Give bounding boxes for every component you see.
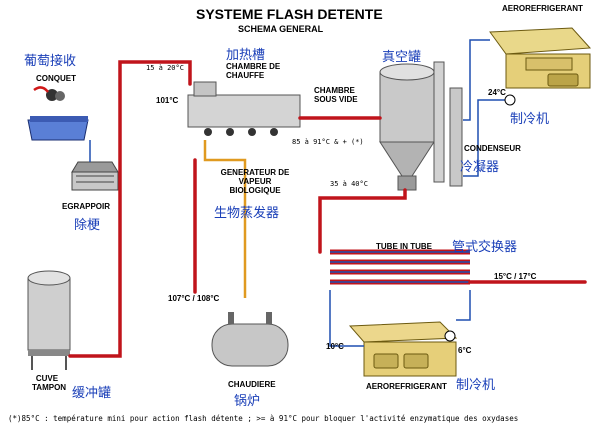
temp-85-91-label: 85 à 91°C & + (*) bbox=[292, 138, 364, 146]
condenseur-column bbox=[449, 87, 463, 187]
footnote: (*)85°C : température mini pour action f… bbox=[8, 414, 519, 423]
chambre-sous-vide-tank bbox=[379, 61, 445, 191]
condenseur-label: CONDENSEUR bbox=[464, 144, 521, 153]
aerorefrigerant-bottom-unit bbox=[348, 321, 458, 377]
cooling-bottom-zh-label: 制冷机 bbox=[456, 378, 496, 393]
temp-15-17-label: 15°C / 17°C bbox=[494, 272, 537, 281]
conquet-zh-label: 葡萄接收 bbox=[24, 54, 77, 69]
temp-24-label: 24°C bbox=[488, 88, 506, 97]
steam-loop-pipe bbox=[203, 140, 247, 298]
temp-101-label: 101°C bbox=[156, 96, 179, 105]
tube-in-tube-exchanger bbox=[330, 249, 470, 285]
egrappoir-label: EGRAPPOIR bbox=[62, 202, 111, 211]
page-subtitle: SCHEMA GENERAL bbox=[238, 24, 324, 34]
tube-in-tube-label: TUBE IN TUBE bbox=[376, 242, 432, 251]
aerorefrigerant-bottom-label: AEROREFRIGERANT bbox=[366, 382, 447, 391]
vide-zh-label: 真空罐 bbox=[382, 50, 422, 65]
chaudiere-boiler bbox=[211, 312, 289, 367]
generateur-label: GENERATEUR DE VAPEUR BIOLOGIQUE bbox=[220, 168, 290, 195]
red-product-pipes bbox=[68, 60, 587, 358]
page-title: SYSTEME FLASH DETENTE bbox=[196, 6, 383, 22]
egrappoir-zh-label: 除梗 bbox=[74, 218, 101, 233]
pump-icon bbox=[444, 330, 456, 342]
conquet-label: CONQUET bbox=[36, 74, 76, 83]
chaudiere-label: CHAUDIERE bbox=[228, 380, 276, 389]
temp-10-label: 10°C bbox=[326, 342, 344, 351]
cuve-tampon-tank bbox=[27, 270, 71, 370]
chambre-de-chauffe-unit bbox=[187, 81, 301, 136]
tube-zh-label: 管式交换器 bbox=[452, 240, 518, 255]
aerorefrigerant-top-label: AEROREFRIGERANT bbox=[502, 4, 583, 13]
cuve-label: CUVE TAMPON bbox=[32, 374, 67, 392]
condenseur-zh-label: 冷凝器 bbox=[460, 160, 500, 175]
chambre-chauffe-zh-label: 加热槽 bbox=[226, 48, 266, 63]
egrappoir-equipment bbox=[71, 161, 119, 191]
temp-15-20-label: 15 à 20°C bbox=[146, 64, 184, 72]
temp-6-label: 6°C bbox=[458, 346, 472, 355]
cooling-top-zh-label: 制冷机 bbox=[510, 112, 550, 127]
pump-icon bbox=[504, 94, 516, 106]
temp-107-108-label: 107°C / 108°C bbox=[168, 294, 220, 303]
chambre-vide-label: CHAMBRE SOUS VIDE bbox=[314, 86, 358, 104]
conquet-equipment bbox=[27, 86, 89, 141]
temp-35-40-label: 35 à 40°C bbox=[330, 180, 368, 188]
aerorefrigerant-top-unit bbox=[489, 27, 592, 89]
generateur-zh-label: 生物蒸发器 bbox=[214, 206, 280, 221]
cuve-zh-label: 缓冲罐 bbox=[72, 386, 112, 401]
chambre-chauffe-label: CHAMBRE DE CHAUFFE bbox=[226, 62, 281, 80]
chaudiere-zh-label: 锅炉 bbox=[234, 394, 261, 409]
blue-water-pipes bbox=[89, 39, 506, 347]
